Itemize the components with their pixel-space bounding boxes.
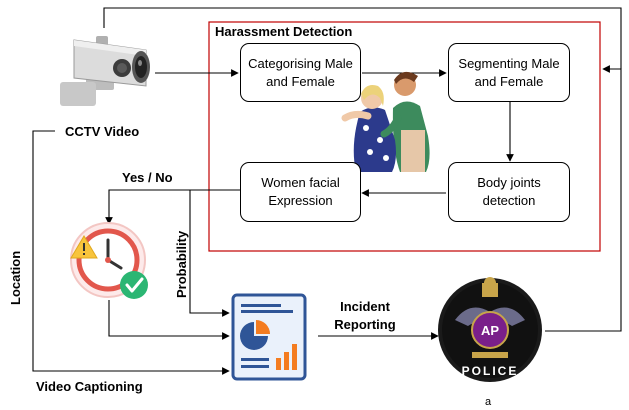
yes-no-label: Yes / No	[122, 170, 173, 185]
arrow-probability-to-report	[189, 190, 230, 317]
arrow-alert-to-report	[108, 300, 230, 340]
police-emblem-logo: AP POLICE	[438, 277, 542, 382]
cctv-camera-icon	[60, 36, 150, 106]
line-cctv-to-feedback	[103, 7, 622, 69]
couple-illustration	[341, 71, 430, 172]
location-label: Location	[8, 250, 23, 305]
footnote-label: a	[485, 396, 492, 408]
connectors	[32, 7, 622, 375]
segmenting-male-female-node: Segmenting Male and Female	[448, 43, 570, 102]
alert-clock-icon	[70, 222, 148, 299]
police-emblem-word: POLICE	[462, 364, 519, 378]
body-joints-detection-node: Body joints detection	[448, 162, 570, 222]
arrow-facial-to-alert	[105, 189, 240, 225]
arrow-cctv-captioning-to-report	[32, 130, 230, 375]
probability-label: Probability	[174, 230, 189, 298]
women-facial-expression-node: Women facial Expression	[240, 162, 361, 222]
incident-reporting-label: Incident Reporting	[334, 299, 396, 332]
categorising-male-female-node: Categorising Male and Female	[240, 43, 361, 102]
report-document-icon	[231, 293, 307, 381]
harassment-detection-title: Harassment Detection	[215, 24, 353, 39]
arrow-police-feedback	[545, 65, 622, 332]
cctv-video-label: CCTV Video	[65, 124, 140, 139]
police-emblem-badge-text: AP	[481, 323, 499, 338]
harassment-detection-group	[208, 21, 601, 252]
video-captioning-label: Video Captioning	[36, 379, 143, 394]
